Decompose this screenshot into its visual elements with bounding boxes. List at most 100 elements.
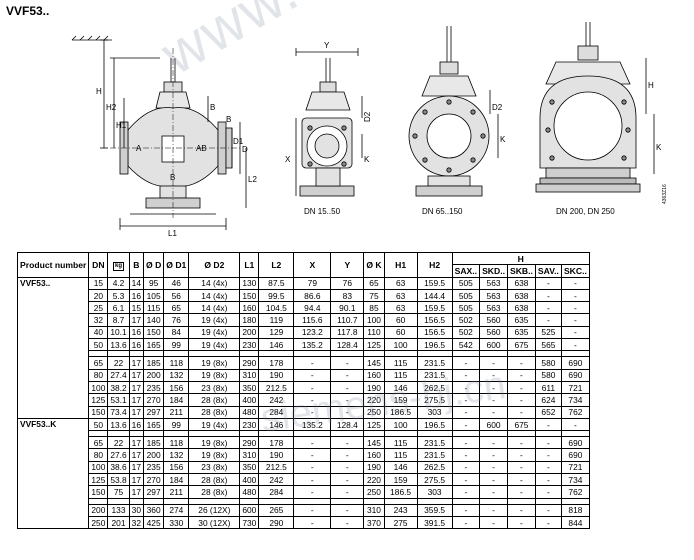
table-cell: 75 bbox=[107, 485, 130, 499]
table-cell: 211 bbox=[163, 405, 190, 419]
table-cell: 525 bbox=[534, 325, 562, 340]
table-cell: - bbox=[330, 405, 365, 419]
spacer-cell bbox=[534, 498, 562, 505]
table-cell: - bbox=[451, 436, 481, 450]
table-cell: 184 bbox=[163, 473, 190, 487]
table-cell: 624 bbox=[534, 393, 562, 407]
header-weight: kg bbox=[107, 252, 130, 278]
table-cell: 186.5 bbox=[383, 485, 418, 499]
dim-label-k-side: K bbox=[364, 155, 370, 164]
table-cell: 60 bbox=[383, 325, 418, 340]
dim-label-l1: L1 bbox=[168, 229, 177, 238]
table-cell: 480 bbox=[239, 485, 260, 499]
header-h: H bbox=[451, 251, 590, 266]
table-cell: 14 (4x) bbox=[188, 288, 241, 303]
table-cell: - bbox=[506, 436, 536, 450]
table-cell: 22 bbox=[107, 436, 130, 450]
table-cell: 818 bbox=[560, 503, 590, 517]
table-cell: 25 bbox=[88, 301, 109, 315]
table-cell: 22 bbox=[107, 356, 130, 370]
table-cell: 200 bbox=[142, 368, 165, 382]
table-cell: 19 (4x) bbox=[188, 338, 241, 352]
table-cell: 56 bbox=[163, 288, 190, 303]
table-cell: 100 bbox=[363, 313, 385, 327]
table-cell: 690 bbox=[560, 368, 590, 382]
table-cell: 400 bbox=[239, 393, 260, 407]
table-cell: 14 (4x) bbox=[188, 276, 241, 290]
table-cell: 762 bbox=[560, 405, 590, 419]
table-cell: - bbox=[506, 356, 536, 370]
spacer-cell bbox=[188, 430, 241, 437]
table-cell: - bbox=[560, 338, 590, 352]
drawing-id: 4363Z16 bbox=[662, 184, 668, 204]
dim-label-h1: H1 bbox=[116, 121, 127, 130]
table-cell: 690 bbox=[560, 436, 590, 450]
table-cell: 140 bbox=[142, 313, 165, 327]
table-cell: 156.5 bbox=[416, 325, 453, 340]
table-cell: 190 bbox=[363, 460, 385, 475]
table-cell: 330 bbox=[163, 515, 190, 530]
table-cell: - bbox=[506, 503, 536, 517]
table-cell: 16 bbox=[128, 417, 145, 432]
table-cell: 563 bbox=[479, 276, 508, 290]
table-cell: - bbox=[479, 460, 508, 475]
table-cell: 50 bbox=[88, 417, 109, 432]
port-label-ab: AB bbox=[196, 144, 207, 153]
dim-label-d: D bbox=[242, 145, 248, 154]
table-cell: 190 bbox=[363, 380, 385, 395]
table-cell: 502 bbox=[451, 325, 481, 340]
table-cell: 17 bbox=[128, 485, 145, 499]
header-h-skd: SKD.. bbox=[479, 264, 508, 278]
table-cell: 284 bbox=[258, 405, 295, 419]
table-cell: 146 bbox=[258, 338, 295, 352]
dim-label-d2-mid: D2 bbox=[492, 103, 503, 112]
spacer-cell bbox=[363, 430, 385, 437]
table-cell: 165 bbox=[142, 417, 165, 432]
table-cell: 100 bbox=[383, 338, 418, 352]
header-h-skb: SKB.. bbox=[506, 264, 536, 278]
table-cell: 160 bbox=[239, 301, 260, 315]
table-cell: 762 bbox=[560, 485, 590, 499]
table-cell: - bbox=[506, 448, 536, 462]
spacer-cell bbox=[128, 498, 145, 505]
table-cell: 17 bbox=[128, 460, 145, 475]
table-cell: 542 bbox=[451, 338, 481, 352]
table-cell: 99.5 bbox=[258, 288, 295, 303]
dim-label-k-mid: K bbox=[500, 135, 506, 144]
table-cell: - bbox=[534, 485, 562, 499]
table-cell: 14 (4x) bbox=[188, 301, 241, 315]
table-cell: 150 bbox=[88, 485, 109, 499]
table-cell: 652 bbox=[534, 405, 562, 419]
port-label-a: A bbox=[136, 144, 142, 153]
header-h2: H2 bbox=[416, 252, 453, 278]
table-cell: 14 bbox=[128, 276, 145, 290]
table-cell: 80 bbox=[88, 368, 109, 382]
spacer-cell bbox=[560, 350, 590, 357]
table-cell: 94.4 bbox=[293, 301, 332, 315]
table-cell: 270 bbox=[142, 473, 165, 487]
table-cell: - bbox=[534, 473, 562, 487]
table-cell: 8.7 bbox=[107, 313, 130, 327]
table-cell: - bbox=[506, 515, 536, 530]
dim-label-d2-side: D2 bbox=[363, 111, 372, 122]
table-cell: - bbox=[479, 515, 508, 530]
table-cell: - bbox=[293, 485, 332, 499]
table-cell: 297 bbox=[142, 485, 165, 499]
table-cell: 76 bbox=[330, 276, 365, 290]
table-cell: 144.4 bbox=[416, 288, 453, 303]
table-cell: 19 (4x) bbox=[188, 417, 241, 432]
table-cell: 145 bbox=[363, 356, 385, 370]
table-cell: 125 bbox=[363, 338, 385, 352]
table-cell: 28 (8x) bbox=[188, 485, 241, 499]
table-cell: 28 (8x) bbox=[188, 473, 241, 487]
table-cell: - bbox=[534, 288, 562, 303]
dimension-table: Product number DN kg B Ø D Ø D1 Ø D2 L1 … bbox=[16, 251, 590, 530]
table-cell: 159 bbox=[383, 393, 418, 407]
